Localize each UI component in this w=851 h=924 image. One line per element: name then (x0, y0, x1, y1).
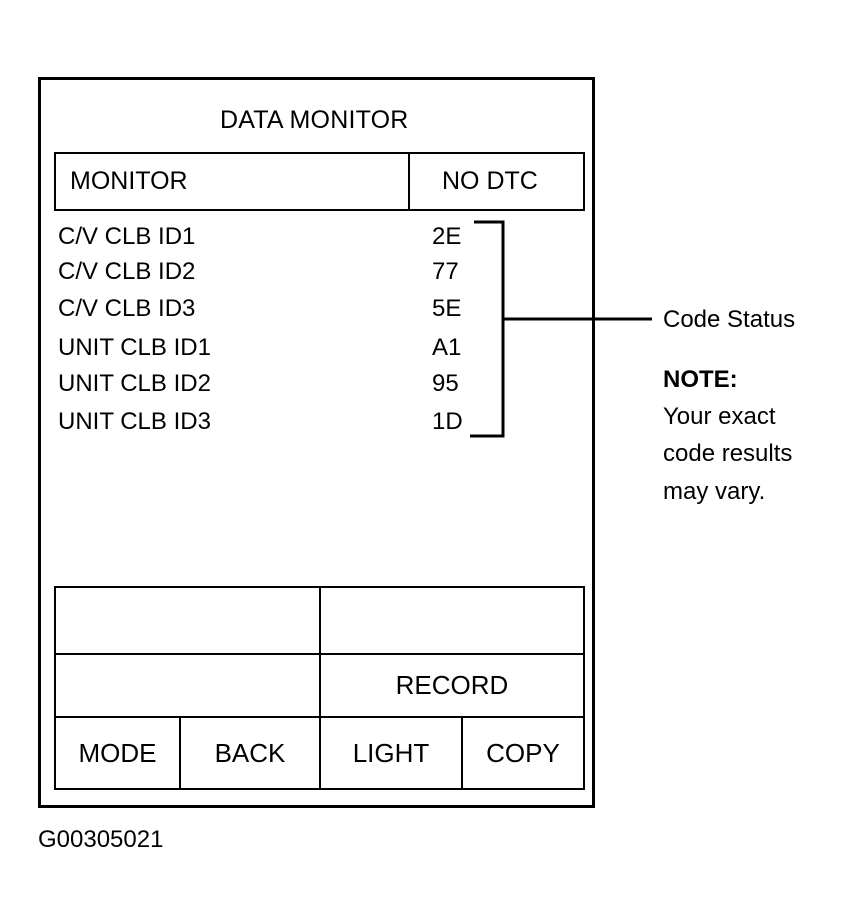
row-label: C/V CLB ID3 (58, 295, 196, 322)
note-title: NOTE: (663, 366, 738, 393)
row-label: C/V CLB ID2 (58, 258, 196, 285)
note-line: Your exact (663, 403, 776, 430)
row-label: UNIT CLB ID1 (58, 334, 211, 361)
row-value: 95 (432, 370, 459, 397)
row-value: 1D (432, 408, 463, 435)
row-value: 77 (432, 258, 459, 285)
row-label: C/V CLB ID1 (58, 223, 196, 250)
panel-divider (179, 716, 181, 790)
figure-id: G00305021 (38, 826, 164, 853)
panel-divider (54, 653, 585, 655)
header-dtc-status: NO DTC (442, 167, 538, 195)
header-monitor-label: MONITOR (70, 167, 188, 195)
monitor-header-box (54, 152, 585, 211)
header-divider (408, 152, 410, 211)
blank-key-top-left[interactable] (56, 588, 319, 653)
row-value: A1 (432, 334, 462, 361)
note-line: code results (663, 440, 793, 467)
scan-tool-screen (38, 77, 595, 808)
note-line: may vary. (663, 478, 766, 505)
row-label: UNIT CLB ID2 (58, 370, 211, 397)
record-button[interactable]: RECORD (395, 670, 509, 700)
screen-title: DATA MONITOR (220, 106, 409, 134)
blank-key-top-right[interactable] (321, 588, 583, 653)
back-button[interactable]: BACK (214, 737, 286, 768)
code-status-label: Code Status (663, 306, 796, 333)
row-label: UNIT CLB ID3 (58, 408, 211, 435)
copy-button[interactable]: COPY (486, 737, 560, 768)
blank-key-middle-left[interactable] (56, 655, 319, 716)
light-button[interactable]: LIGHT (352, 737, 430, 768)
mode-button[interactable]: MODE (78, 737, 157, 768)
panel-divider (461, 716, 463, 790)
panel-divider (319, 586, 321, 790)
row-value: 5E (432, 295, 462, 322)
panel-divider (54, 716, 585, 718)
row-value: 2E (432, 223, 462, 250)
